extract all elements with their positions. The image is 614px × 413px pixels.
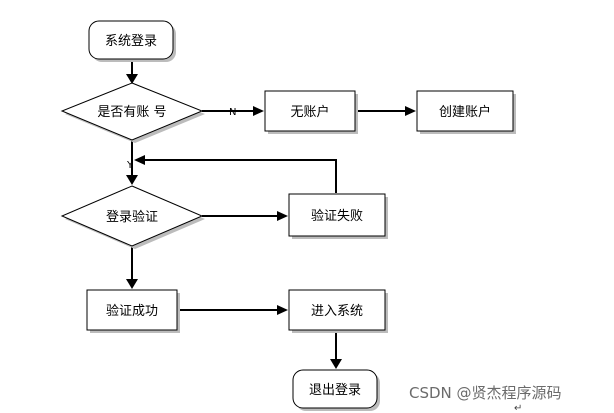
decision-shape xyxy=(60,82,204,141)
node-has-account: 是否有账 号 xyxy=(60,82,205,143)
arrow-head xyxy=(134,155,145,165)
node-verify-fail-label: 验证失败 xyxy=(311,208,363,224)
edge-verify-fail-loop-back xyxy=(144,159,337,193)
arrow-head xyxy=(277,305,288,315)
node-no-account: 无账户 xyxy=(264,90,358,134)
node-has-account-label: 是否有账 号 xyxy=(97,105,166,120)
node-start-label: 系统登录 xyxy=(105,34,157,49)
decision-shape xyxy=(60,185,204,247)
node-login-verify-label: 登录验证 xyxy=(106,209,158,225)
node-enter-system: 进入系统 xyxy=(288,289,388,333)
process-shape xyxy=(288,193,386,237)
process-shape xyxy=(416,90,514,132)
node-verify-success: 验证成功 xyxy=(86,289,180,333)
node-create-account-label: 创建账户 xyxy=(439,104,491,120)
arrow-head xyxy=(126,279,138,289)
node-logout-label: 退出登录 xyxy=(309,383,361,398)
node-start: 系统登录 xyxy=(88,20,176,62)
terminal-shape xyxy=(88,20,174,60)
arrow-head xyxy=(330,359,342,369)
edge-label-yes: Y xyxy=(126,160,134,171)
edges xyxy=(126,61,416,369)
node-enter-system-label: 进入系统 xyxy=(311,304,363,319)
node-verify-success-label: 验证成功 xyxy=(106,303,158,319)
terminal-shape xyxy=(292,369,378,409)
arrow-head xyxy=(277,211,288,221)
node-no-account-label: 无账户 xyxy=(290,104,329,120)
node-logout: 退出登录 xyxy=(292,369,380,411)
arrow-head xyxy=(126,175,138,185)
arrow-head xyxy=(253,106,264,116)
watermark-text: CSDN @贤杰程序源码 xyxy=(409,384,562,402)
node-login-verify: 登录验证 xyxy=(60,185,205,249)
node-verify-fail: 验证失败 xyxy=(288,193,388,239)
process-shape xyxy=(264,90,356,132)
paragraph-return-mark: ↵ xyxy=(514,403,522,413)
process-shape xyxy=(86,289,178,331)
node-create-account: 创建账户 xyxy=(416,90,516,134)
arrow-head xyxy=(405,106,416,116)
edge-label-no: N xyxy=(229,107,236,118)
arrow-head xyxy=(126,74,138,84)
process-shape xyxy=(288,289,386,331)
